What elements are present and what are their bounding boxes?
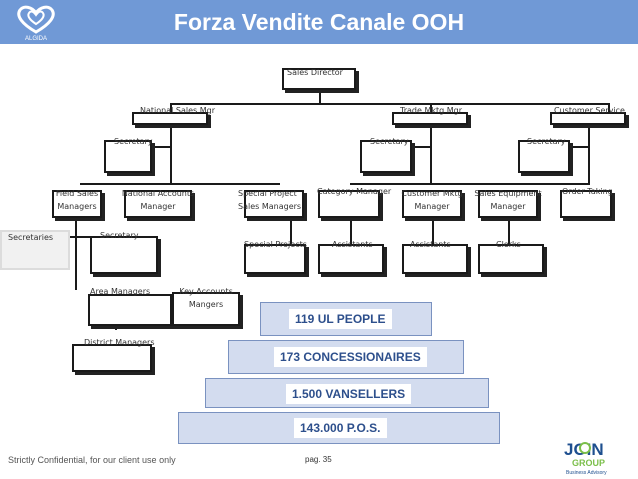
connector [150,146,172,148]
algida-logo-icon: ALGIDA [17,5,55,42]
pyramid-level-4-label: 143.000 P.O.S. [294,418,387,438]
district-managers-label: District Managers [84,338,155,347]
customer-mktg-manager-box [402,190,462,218]
confidentiality-note: Strictly Confidential, for our client us… [8,455,176,465]
secretaries-label: Secretaries [8,233,54,242]
area-managers-label: Area Managers [90,287,151,296]
secretary-label-3: Secretary [527,137,566,146]
secretary-box-1 [104,140,152,173]
national-accounts-manager-box [124,190,192,218]
secretary-label-1: Secretary [114,137,153,146]
assistants-label-2: Assistants [410,240,451,249]
secretary-box-2 [360,140,412,173]
assistants-label-1: Assistants [332,240,373,249]
sales-equipment-manager-box [478,190,538,218]
category-manager-label: Category Manager [317,187,392,196]
connector [170,103,610,105]
page-number: pag. 35 [305,455,332,464]
join-group-logo-icon: JOIN GROUP Business Advisory [564,440,607,476]
join-logo-group: GROUP [572,458,605,468]
sales-director-label: Sales Director [287,68,343,77]
pyramid-level-2-label: 173 CONCESSIONAIRES [274,347,427,367]
connector [80,183,280,185]
trade-mktg-mgr-label: Trade Mktg Mgr [400,106,463,115]
connector [508,210,510,245]
secretary-label-2: Secretary [370,137,409,146]
category-manager-box [318,190,380,218]
secretary-box-4 [90,236,158,274]
page-title: Forza Vendite Canale OOH [173,9,465,35]
national-sales-mgr-box [132,112,208,125]
order-taking-label: Order Taking [562,187,613,196]
connector [75,210,77,290]
connector [350,210,352,245]
connector [170,103,172,118]
logo-text: ALGIDA [25,36,47,42]
join-logo-tag: Business Advisory [566,470,607,476]
secretary-label-4: Secretary [100,231,139,240]
clerks-box [478,244,544,274]
clerks-label: Clerks [496,240,521,249]
connector [76,236,91,238]
special-project-sales-box [244,190,304,218]
pyramid-level-3-label: 1.500 VANSELLERS [286,384,412,404]
connector [432,210,434,245]
special-projects-box [244,244,306,274]
connector [410,146,432,148]
secretary-box-3 [518,140,570,173]
header-bar [0,0,638,44]
connector [350,183,590,185]
assistants-box-2 [402,244,468,274]
sales-director-box [282,68,356,90]
connector [608,103,610,118]
connector [170,124,172,184]
field-sales-managers-box [52,190,102,218]
connector [290,210,292,245]
connector [319,88,321,104]
secretaries-box [0,230,70,270]
order-taking-box [560,190,612,218]
special-projects-label: Special Projects [244,240,307,249]
connector [430,124,432,184]
customer-service-label: Customer Service [554,106,625,115]
pyramid-level-1-label: 119 UL PEOPLE [289,309,392,329]
district-managers-box [72,344,152,372]
national-sales-mgr-label: National Sales Mgr [140,106,215,115]
key-accounts-managers-box [172,292,240,326]
customer-service-box [550,112,626,125]
connector [568,146,590,148]
trade-mktg-mgr-box [392,112,468,125]
assistants-box-1 [318,244,384,274]
connector [588,124,590,184]
connector [430,103,432,118]
area-managers-box [88,294,172,326]
